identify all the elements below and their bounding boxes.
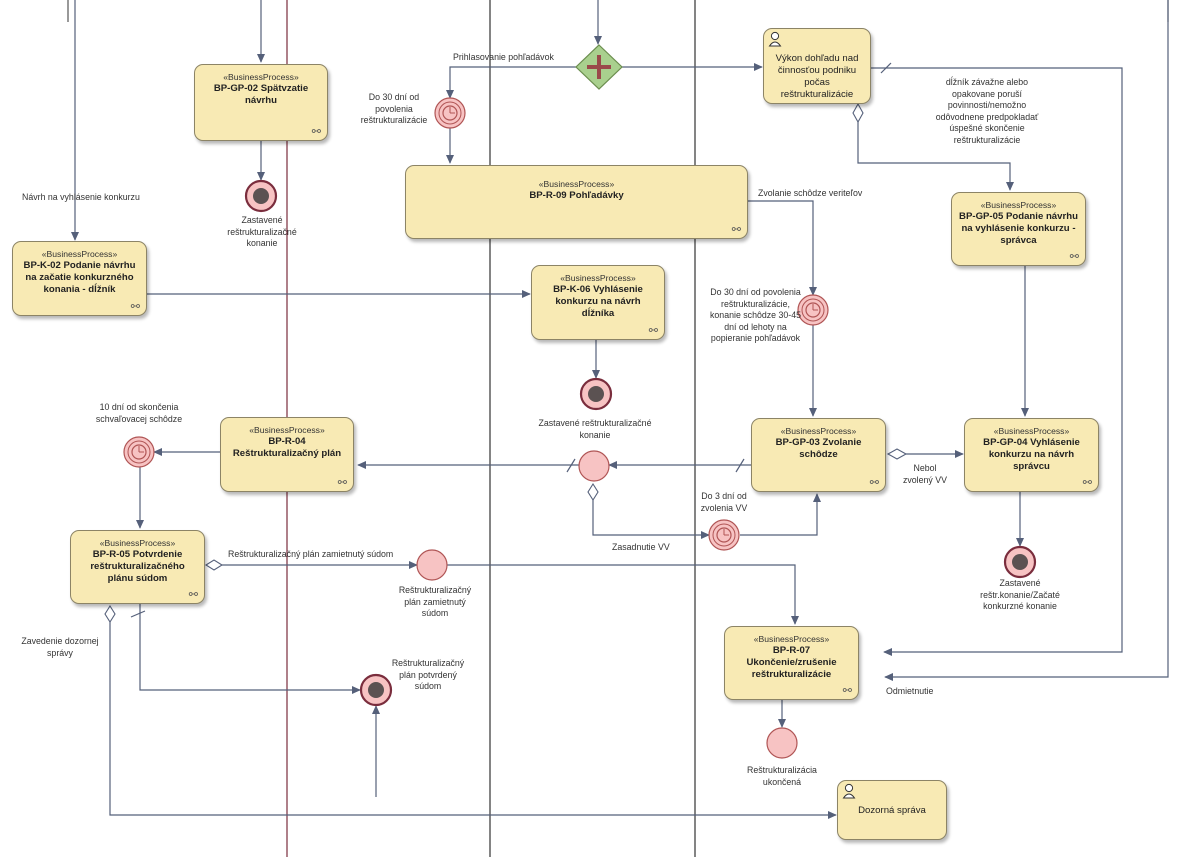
flow-timer3-gp03 <box>740 493 822 536</box>
process-name: BP-R-09 Pohľadávky <box>529 190 624 201</box>
label-do30-2: Do 30 dní od povolenia reštrukturalizáci… <box>710 287 801 343</box>
end-event-gp04 <box>1003 545 1037 579</box>
stereotype-label: «BusinessProcess» <box>249 425 325 435</box>
stereotype-label: «BusinessProcess» <box>780 426 857 436</box>
timer-event-1 <box>434 97 466 129</box>
process-k06[interactable]: «BusinessProcess» BP-K-06 Vyhlásenie kon… <box>531 265 665 340</box>
label-plan-potvrdeny: Reštrukturalizačný plán potvrdený súdom <box>391 658 465 691</box>
stereotype-label: «BusinessProcess» <box>980 200 1057 210</box>
link-icon: ⚯ <box>130 301 140 313</box>
intermediate-events <box>416 450 798 759</box>
process-name: BP-GP-03 Zvolanie schôdze <box>775 437 862 460</box>
end-event-k06 <box>579 377 613 411</box>
link-icon: ⚯ <box>731 224 741 236</box>
process-k02[interactable]: «BusinessProcess» BP-K-02 Podanie návrhu… <box>12 241 147 316</box>
connectors <box>70 0 1169 820</box>
actor-icon <box>842 783 856 799</box>
label-zastavene-2: Zastavené reštrukturalizačné konanie <box>538 418 652 440</box>
link-icon: ⚯ <box>311 126 321 138</box>
process-name: BP-GP-05 Podanie návrhu na vyhlásenie ko… <box>959 211 1078 246</box>
process-gp05[interactable]: «BusinessProcess» BP-GP-05 Podanie návrh… <box>951 192 1086 266</box>
stereotype-label: «BusinessProcess» <box>99 538 176 548</box>
timer-event-2 <box>797 294 829 326</box>
stereotype-label: «BusinessProcess» <box>41 249 118 259</box>
stereotype-label: «BusinessProcess» <box>560 273 636 283</box>
link-icon: ⚯ <box>869 477 879 489</box>
process-name: BP-R-05 Potvrdenie reštrukturalizačného … <box>90 549 185 584</box>
activity-name: Výkon dohľadu nad činnosťou podniku poča… <box>775 53 859 100</box>
flow-zamietnuty-r07 <box>446 564 800 625</box>
timer-events <box>123 97 829 551</box>
process-name: BP-GP-02 Spätvzatie návrhu <box>213 83 309 106</box>
activity-dozorna-sprava[interactable]: Dozorná správa <box>837 780 947 840</box>
link-icon: ⚯ <box>648 325 658 337</box>
timer-event-4 <box>123 436 155 468</box>
event-zastavene-center <box>578 450 610 482</box>
stereotype-label: «BusinessProcess» <box>753 634 830 644</box>
label-do3: Do 3 dní od zvolenia VV <box>700 491 748 513</box>
flow-slash-marks <box>130 62 892 618</box>
process-r04[interactable]: «BusinessProcess» BP-R-04 Reštrukturaliz… <box>220 417 354 492</box>
end-event-potvrdeny <box>359 673 393 707</box>
label-plan-zamietnuty-event: Reštrukturalizačný plán zamietnutý súdom <box>398 585 472 618</box>
label-10dni: 10 dní od skončenia schvaľovacej schôdze <box>95 402 183 424</box>
label-zastavene-3: Zastavené reštr.konanie/Začaté konkurzné… <box>980 578 1060 611</box>
label-zastavene-1: Zastavené reštrukturalizačné konanie <box>227 215 297 248</box>
link-icon: ⚯ <box>842 685 852 697</box>
flow-ev-zasadnutie <box>592 500 710 540</box>
label-zasadnutie: Zasadnutie VV <box>612 542 670 552</box>
activity-vykon-dohladu[interactable]: Výkon dohľadu nad činnosťou podniku poča… <box>763 28 871 104</box>
label-plan-zamietnuty: Reštrukturalizačný plán zamietnutý súdom <box>228 549 394 559</box>
process-name: BP-K-06 Vyhlásenie konkurzu na návrh dĺž… <box>553 284 643 319</box>
event-plan-zamietnuty <box>416 549 448 581</box>
flow-gateway-prihlasovanie <box>445 66 578 99</box>
label-zvolanie-veritelov: Zvolanie schôdze veriteľov <box>758 188 863 198</box>
process-r05[interactable]: «BusinessProcess» BP-R-05 Potvrdenie reš… <box>70 530 205 604</box>
link-icon: ⚯ <box>188 589 198 601</box>
process-gp03[interactable]: «BusinessProcess» BP-GP-03 Zvolanie schô… <box>751 418 886 492</box>
label-prihlasovanie: Prihlasovanie pohľadávok <box>453 52 554 62</box>
timer-event-3 <box>708 519 740 551</box>
label-odmietnutie: Odmietnutie <box>886 686 934 696</box>
stereotype-label: «BusinessProcess» <box>223 72 299 82</box>
flow-r05-potvrdeny <box>139 604 361 695</box>
activity-name: Dozorná správa <box>858 805 926 816</box>
parallel-gateway[interactable] <box>575 44 623 90</box>
flow-odmietnutie <box>884 0 1169 682</box>
process-name: BP-R-04 Reštrukturalizačný plán <box>232 436 342 459</box>
process-r07[interactable]: «BusinessProcess» BP-R-07 Ukončenie/zruš… <box>724 626 859 700</box>
link-icon: ⚯ <box>1069 251 1079 263</box>
flow-r09-timer2 <box>747 200 818 296</box>
process-name: BP-R-07 Ukončenie/zrušenie reštrukturali… <box>746 645 837 680</box>
label-ukoncena: Reštrukturalizácia ukončená <box>747 765 817 787</box>
end-event-gp02 <box>244 179 278 213</box>
label-zavedenie: Zavedenie dozornej správy <box>21 636 99 658</box>
label-dlznik-porusi: dĺžník závažne alebo opakovane poruší po… <box>935 77 1039 145</box>
label-navrh-vyhlasenie: Návrh na vyhlásenie konkurzu <box>22 192 140 202</box>
end-events <box>244 179 1037 707</box>
link-icon: ⚯ <box>1082 477 1092 489</box>
label-nebol-zvoleny: Nebol zvolený VV <box>902 463 947 485</box>
process-r09[interactable]: «BusinessProcess» BP-R-09 Pohľadávky ⚯ <box>405 165 748 239</box>
actor-icon <box>768 31 782 47</box>
event-restrukturalizacia-ukoncena <box>766 727 798 759</box>
flow-vykon-gp05 <box>857 122 1015 191</box>
stereotype-label: «BusinessProcess» <box>993 426 1070 436</box>
process-name: BP-K-02 Podanie návrhu na začatie konkur… <box>23 260 136 295</box>
condition-diamonds <box>104 102 908 624</box>
link-icon: ⚯ <box>337 477 347 489</box>
label-do30-1: Do 30 dní od povolenia reštrukturalizáci… <box>360 92 428 125</box>
flow-r05-dozor <box>109 622 837 820</box>
process-gp02[interactable]: «BusinessProcess» BP-GP-02 Spätvzatie ná… <box>194 64 328 141</box>
flow-vykon-r07 <box>871 67 1123 657</box>
process-gp04[interactable]: «BusinessProcess» BP-GP-04 Vyhlásenie ko… <box>964 418 1099 492</box>
stereotype-label: «BusinessProcess» <box>538 179 615 189</box>
process-name: BP-GP-04 Vyhlásenie konkurzu na návrh sp… <box>983 437 1080 472</box>
